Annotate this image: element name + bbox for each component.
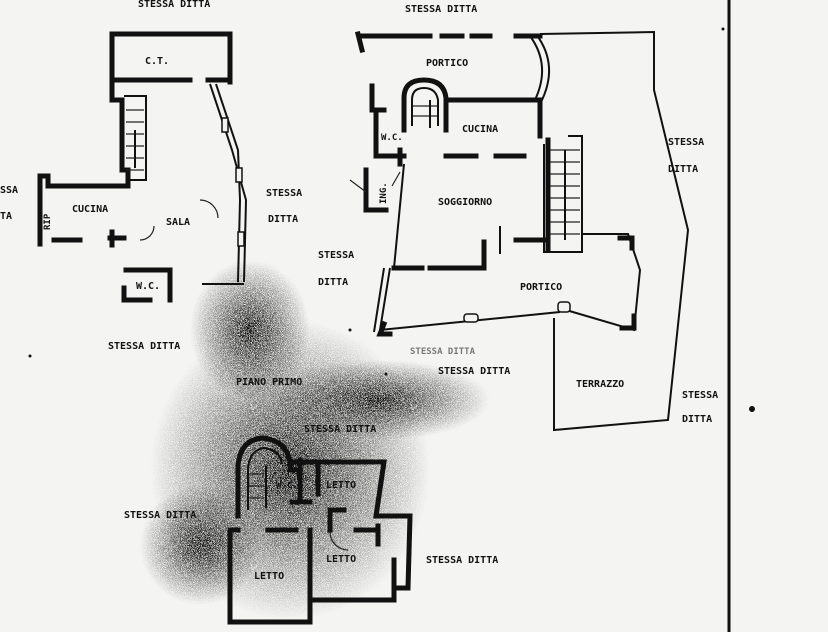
label-cucina-1: CUCINA (72, 204, 108, 215)
label-right-neighbor-2: STESSA DITTA (426, 555, 498, 566)
label-ingresso: ING. (379, 182, 389, 204)
right-unit-walls (349, 30, 690, 432)
label-letto-1: LETTO (326, 480, 356, 491)
label-soggiorno: SOGGIORNO (438, 197, 492, 208)
left-unit-walls (37, 31, 248, 303)
label-terrazzo: TERRAZZO (576, 379, 624, 390)
label-top-left-neighbor: STESSA DITTA (138, 0, 210, 10)
label-mid-neighbor-1b: DITTA (268, 214, 298, 225)
label-center-neighbor-faded: STESSA DITTA (410, 347, 476, 357)
label-upper-neighbor: STESSA DITTA (304, 424, 376, 435)
label-ct: C.T. (145, 56, 169, 67)
room-labels: STESSA DITTA STESSA DITTA SSA TA C.T. RI… (0, 0, 718, 582)
stray-marks (28, 27, 755, 412)
label-letto-3: LETTO (254, 571, 284, 582)
label-sala: SALA (166, 217, 190, 228)
label-mid-neighbor-2b: DITTA (318, 277, 348, 288)
label-left-edge-b: TA (0, 211, 12, 222)
label-cucina-2: CUCINA (462, 124, 498, 135)
label-piano-primo: PIANO PRIMO (236, 377, 302, 388)
label-wc-2: W.C. (381, 133, 403, 143)
label-center-neighbor: STESSA DITTA (438, 366, 510, 377)
label-mid-neighbor-1: STESSA (266, 188, 302, 199)
photocopy-noise (140, 260, 490, 620)
label-right-neighbor-b: DITTA (668, 164, 698, 175)
label-letto-2: LETTO (326, 554, 356, 565)
label-left-edge-a: SSA (0, 185, 18, 196)
first-floor-walls (227, 435, 413, 625)
label-portico-top: PORTICO (426, 58, 468, 69)
label-left-neighbor-2: STESSA DITTA (124, 510, 196, 521)
label-wc-1: W.C. (136, 281, 160, 292)
label-terrazzo-neighbor: STESSA (682, 390, 718, 401)
label-terrazzo-neighbor-b: DITTA (682, 414, 712, 425)
label-mid-neighbor-2: STESSA (318, 250, 354, 261)
label-portico-bottom: PORTICO (520, 282, 562, 293)
label-bottom-left-neighbor: STESSA DITTA (108, 341, 180, 352)
label-ripostiglio: RIP (43, 213, 53, 230)
label-wc-3: W.C. (276, 481, 298, 491)
label-right-neighbor: STESSA (668, 137, 704, 148)
label-top-right-neighbor: STESSA DITTA (405, 4, 477, 15)
